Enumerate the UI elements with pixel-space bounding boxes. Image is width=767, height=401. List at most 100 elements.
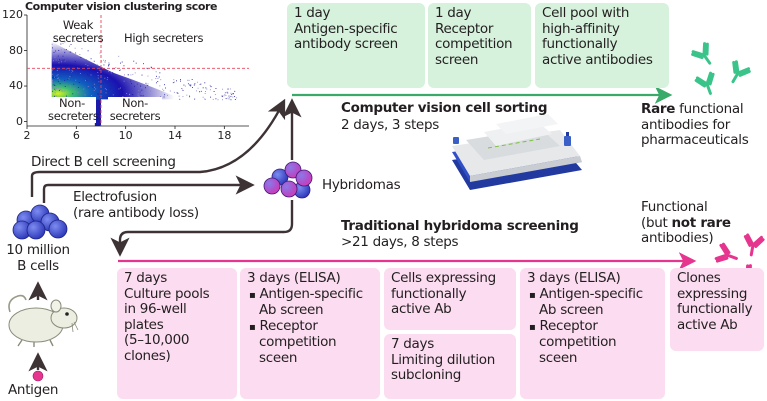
scatter-point [59,85,61,87]
scatter-point [104,77,106,79]
scatter-point [149,94,151,96]
y-tick-label: 0 [16,114,23,128]
scatter-point [109,94,111,96]
scatter-point [52,79,54,81]
scatter-point [60,87,61,89]
scatter-point [173,81,175,83]
scatter-point [53,86,55,88]
scatter-point [54,95,55,97]
scatter-point [176,80,177,82]
scatter-point [129,94,130,96]
y-tick-label: 80 [9,43,23,57]
step-text: Culture pools [124,285,210,302]
scatter-point [190,84,192,86]
scatter-point [71,69,73,71]
scatter-point [146,67,148,69]
scatter-point [68,78,70,80]
scatter-point [202,96,204,98]
scatter-point [137,93,139,95]
scatter-point [156,75,158,77]
scatter-point [167,94,168,96]
scatter-point [234,96,236,97]
scatter-point [119,70,121,72]
scatter-point [141,74,143,76]
step-text: Limiting dilution [391,351,496,368]
scatter-point [189,95,190,97]
antigen-label: Antigen [8,382,59,398]
scatter-point [77,92,79,94]
scatter-point [63,90,65,92]
scatter-point [162,88,164,90]
scatter-point [69,85,71,87]
scatter-point [186,94,188,96]
scatter-point [234,99,236,101]
scatter-point [140,87,142,89]
result-text: (but [641,214,672,231]
scatter-point [137,95,139,97]
scatter-point [51,81,53,83]
scatter-point [108,64,110,66]
step-text: high-affinity [542,20,620,37]
scatter-point [64,50,66,52]
scatter-point [72,93,74,95]
scatter-point [202,87,204,89]
rare-antibodies-result: Rare functional antibodies for pharmaceu… [641,101,749,149]
scatter-point [62,43,64,45]
scatter-point [82,70,84,72]
x-tick-label: 10 [118,129,133,142]
step-box-culture-pools: 7 days Culture pools in 96-well plates (… [117,268,237,399]
scatter-point [108,62,110,64]
electrofusion-sublabel: (rare antibody loss) [73,205,199,221]
scatter-point [67,79,69,80]
scatter-point [163,90,165,92]
scatter-point [57,55,59,57]
region-label-line: Non-secreters [109,96,161,123]
scatter-point [97,98,99,100]
step-box-cell-pool: Cell pool with high-affinity functionall… [535,3,669,88]
scatter-point [97,93,99,95]
scatter-point [104,61,106,63]
scatter-point [187,83,189,85]
scatter-point [91,95,92,96]
scatter-point [53,77,55,79]
step-text: (5–10,000 [124,332,190,348]
step-text: Antigen-specific [294,20,398,37]
scatter-point [230,92,232,94]
scatter-point [65,49,67,51]
step-text: Cells expressing [391,270,496,286]
scatter-point [106,79,108,81]
scatter-point [79,73,81,74]
scatter-point [157,78,159,79]
scatter-point [205,98,206,100]
y-tick-label: 120 [2,8,23,21]
step-duration: 3 days (ELISA) [527,270,621,286]
non-secreter-strip [94,99,101,126]
scatter-point [55,77,57,78]
scatter-point [105,92,107,94]
scatter-point [110,72,112,74]
scatter-point [210,86,212,87]
scatter-point [77,87,79,88]
scatter-point [122,84,124,86]
scatter-point [118,88,120,90]
scatter-point [184,85,186,87]
b-cells-label-line: B cells [17,257,59,274]
scatter-point [57,77,59,79]
scatter-point [52,87,54,89]
scatter-point [103,83,105,85]
scatter-point [215,88,217,89]
scatter-point [124,86,126,88]
scatter-point [197,87,199,89]
bullet-text: Receptor [259,317,318,334]
scatter-point [193,84,195,86]
scatter-point [57,78,59,80]
step-text: competition [435,36,513,52]
scatter-point [192,87,193,88]
scatter-point [57,85,59,87]
scatter-point [74,90,76,92]
scatter-point [93,60,95,62]
scatter-point [95,72,96,74]
scatter-point [210,96,212,98]
